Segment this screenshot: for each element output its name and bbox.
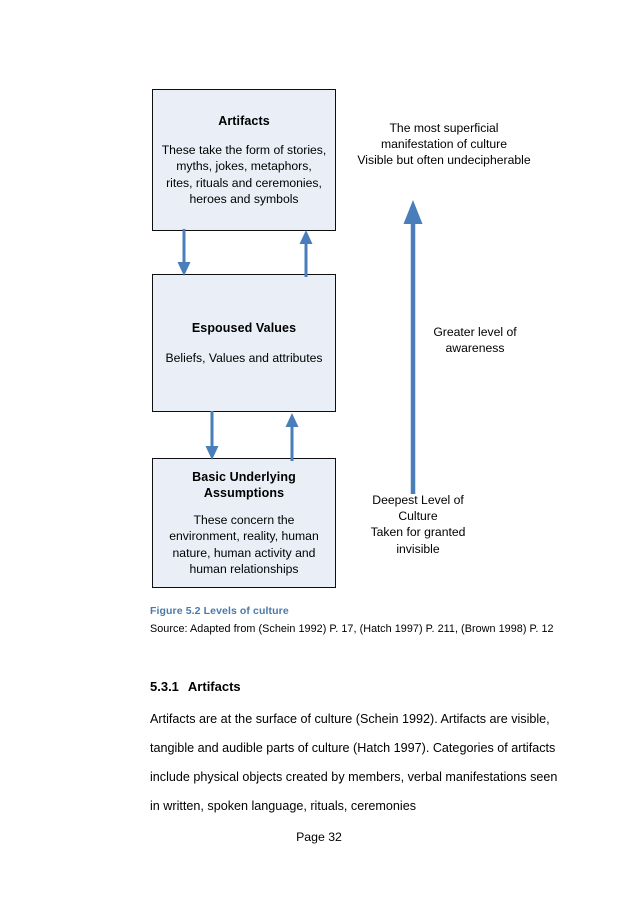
diagram-box-artifacts-body: These take the form of stories, myths, j… (161, 142, 327, 206)
section-heading: 5.3.1 Artifacts (150, 679, 241, 694)
figure-source-line: Source: Adapted from (Schein 1992) P. 17… (150, 623, 554, 635)
diagram-box-espoused-values-body: Beliefs, Values and attributes (165, 350, 323, 365)
arrow-up-greater-awareness (403, 200, 423, 494)
annotation-greater-level-of-awareness: Greater level of awareness (433, 325, 517, 356)
diagram-box-espoused-values-title: Espoused Values (191, 320, 297, 335)
diagram-box-basic-underlying-assumptions-body: These concern the environment, reality, … (169, 512, 319, 576)
annotation-deepest-level-of-culture: Deepest Level of Culture Taken for grant… (370, 493, 466, 556)
page-number-footer: Page 32 (296, 830, 342, 844)
diagram-box-basic-underlying-assumptions-title: Basic Underlying Assumptions (192, 469, 296, 500)
arrow-down-espoused-to-assumptions (205, 411, 219, 460)
arrow-up-espoused-to-artifacts (299, 230, 313, 277)
diagram-box-espoused-values: Espoused Values Beliefs, Values and attr… (152, 274, 336, 412)
levels-of-culture-diagram: Artifacts These take the form of stories… (152, 89, 531, 588)
arrow-up-assumptions-to-espoused (285, 413, 299, 461)
annotation-most-superficial: The most superficial manifestation of cu… (357, 121, 531, 168)
diagram-box-artifacts-title: Artifacts (218, 113, 270, 128)
figure-caption: Figure 5.2 Levels of culture (150, 605, 289, 617)
section-title: Artifacts (187, 679, 241, 694)
diagram-box-artifacts: Artifacts These take the form of stories… (152, 89, 336, 231)
section-paragraph: Artifacts are at the surface of culture … (150, 712, 558, 813)
arrow-down-artifacts-to-espoused (177, 229, 191, 276)
diagram-box-basic-underlying-assumptions: Basic Underlying Assumptions These conce… (152, 458, 336, 588)
section-number: 5.3.1 (150, 679, 179, 694)
